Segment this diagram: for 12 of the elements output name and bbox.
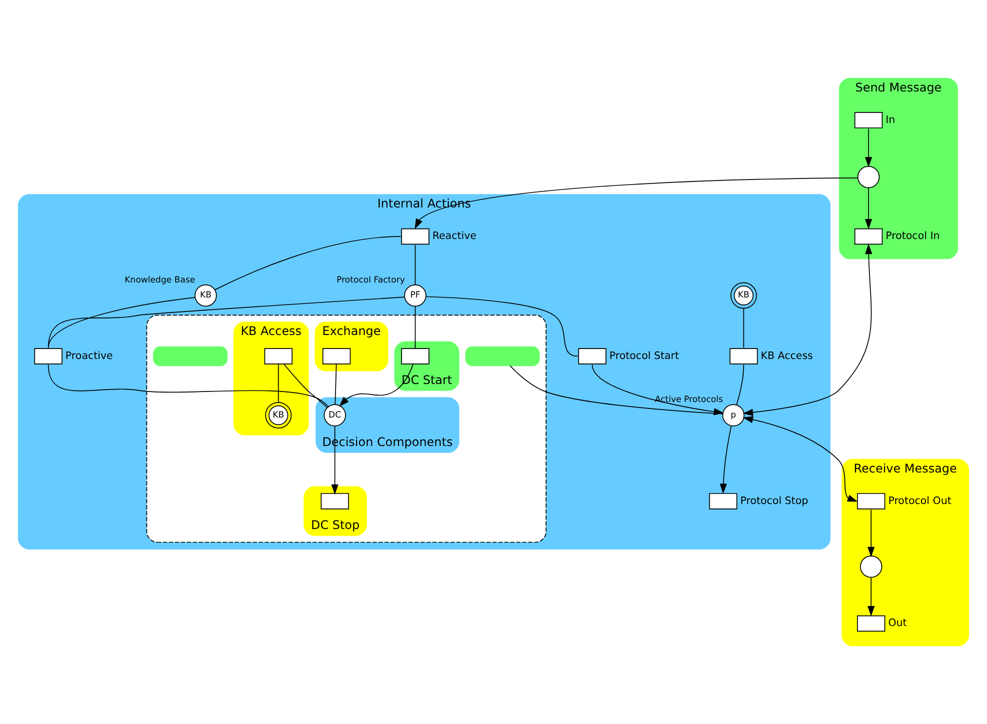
node-label: Knowledge Base (124, 275, 196, 286)
node-label: Protocol Stop (740, 494, 808, 507)
node-label: Protocol Factory (336, 275, 405, 286)
node-label: Protocol In (886, 230, 940, 242)
node-label: Out (888, 617, 907, 630)
node-label: Proactive (65, 350, 113, 362)
node-label: Protocol Out (888, 494, 952, 507)
node-label: In (886, 114, 896, 126)
node-label: Protocol Start (609, 350, 679, 362)
node-label: Reactive (432, 230, 476, 242)
node-label: KB Access (760, 350, 813, 362)
node-label: Active Protocols (654, 394, 723, 405)
